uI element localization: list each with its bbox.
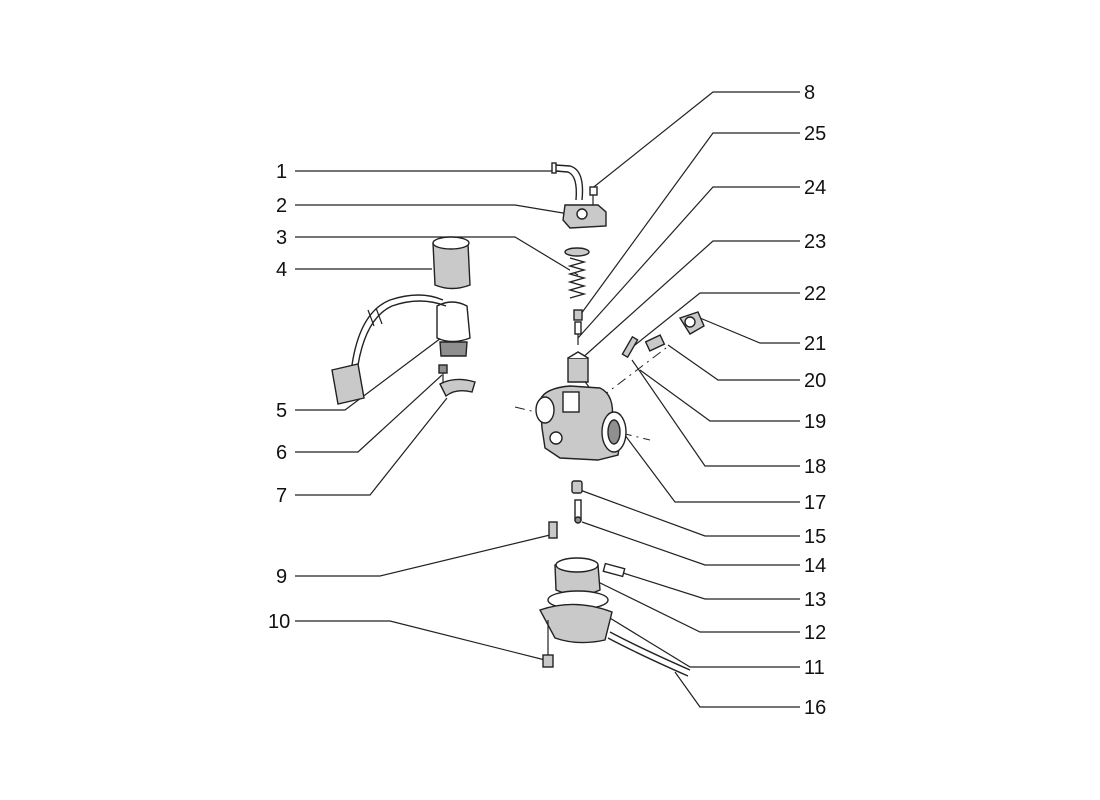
callout-1: 1	[276, 161, 287, 183]
leader-6	[295, 374, 443, 453]
leader-18	[631, 359, 800, 467]
jet-part-14	[574, 499, 582, 524]
callout-21: 21	[804, 333, 826, 355]
callout-16: 16	[804, 697, 826, 719]
callout-2: 2	[276, 195, 287, 217]
needle-assembly-parts-23-25	[573, 309, 583, 345]
float-part-12	[554, 557, 601, 596]
electric-choke-part-5	[331, 294, 471, 405]
leader-7	[295, 397, 448, 496]
cap-part-4	[432, 236, 471, 290]
leader-11	[599, 611, 800, 668]
callout-25: 25	[804, 123, 826, 145]
callout-18: 18	[804, 456, 826, 478]
callout-24: 24	[804, 177, 826, 199]
leader-23	[579, 240, 800, 361]
callout-14: 14	[804, 555, 826, 577]
callout-17: 17	[804, 492, 826, 514]
callout-5: 5	[276, 400, 287, 422]
float-bowl-part-11	[538, 590, 613, 644]
leader-13	[619, 571, 800, 600]
drain-screw-part-10	[542, 620, 554, 668]
adjuster-axis-line	[599, 344, 671, 399]
leader-19	[639, 369, 800, 422]
leader-3	[295, 236, 579, 276]
callout-13: 13	[804, 589, 826, 611]
callout-9: 9	[276, 566, 287, 588]
callout-22: 22	[804, 283, 826, 305]
callout-15: 15	[804, 526, 826, 548]
callout-11: 11	[804, 657, 825, 679]
needle-valve-part-9	[548, 521, 558, 539]
spring-part-3	[564, 247, 590, 299]
leader-20	[667, 344, 800, 381]
callout-12: 12	[804, 622, 826, 644]
leader-16	[674, 671, 800, 708]
bracket-part-7	[439, 378, 476, 398]
callout-7: 7	[276, 485, 287, 507]
leader-9	[295, 534, 551, 577]
callout-19: 19	[804, 411, 826, 433]
callout-20: 20	[804, 370, 826, 392]
float-pin-part-13	[602, 562, 626, 578]
leader-24	[577, 186, 800, 339]
leader-15	[579, 489, 800, 537]
leader-21	[699, 317, 800, 344]
drain-hose-part-16	[607, 631, 691, 677]
choke-housing-part-2	[562, 204, 607, 229]
callout-3: 3	[276, 227, 287, 249]
leader-10	[295, 620, 546, 661]
carburetor-body	[535, 385, 627, 461]
screw-part-8	[589, 186, 598, 205]
leader-2	[295, 204, 576, 216]
callout-labels: 1 2 3 4 5 6 7 8 9 10 11 12 13 14 15 16 1…	[268, 82, 826, 719]
leader-5	[295, 334, 446, 411]
leader-25	[577, 132, 800, 319]
leader-22	[634, 292, 800, 346]
callout-23: 23	[804, 231, 826, 253]
throttle-slide-part-17	[567, 351, 589, 383]
jet-part-15	[571, 480, 583, 494]
adjuster-parts-18-22	[621, 311, 705, 359]
callout-10: 10	[268, 611, 290, 633]
callout-6: 6	[276, 442, 287, 464]
callout-8: 8	[804, 82, 815, 104]
leader-14	[581, 521, 800, 566]
hose-part-1	[551, 162, 584, 201]
callout-4: 4	[276, 259, 287, 281]
leader-8	[589, 91, 800, 191]
leader-lines	[295, 91, 800, 708]
leader-12	[589, 577, 800, 633]
